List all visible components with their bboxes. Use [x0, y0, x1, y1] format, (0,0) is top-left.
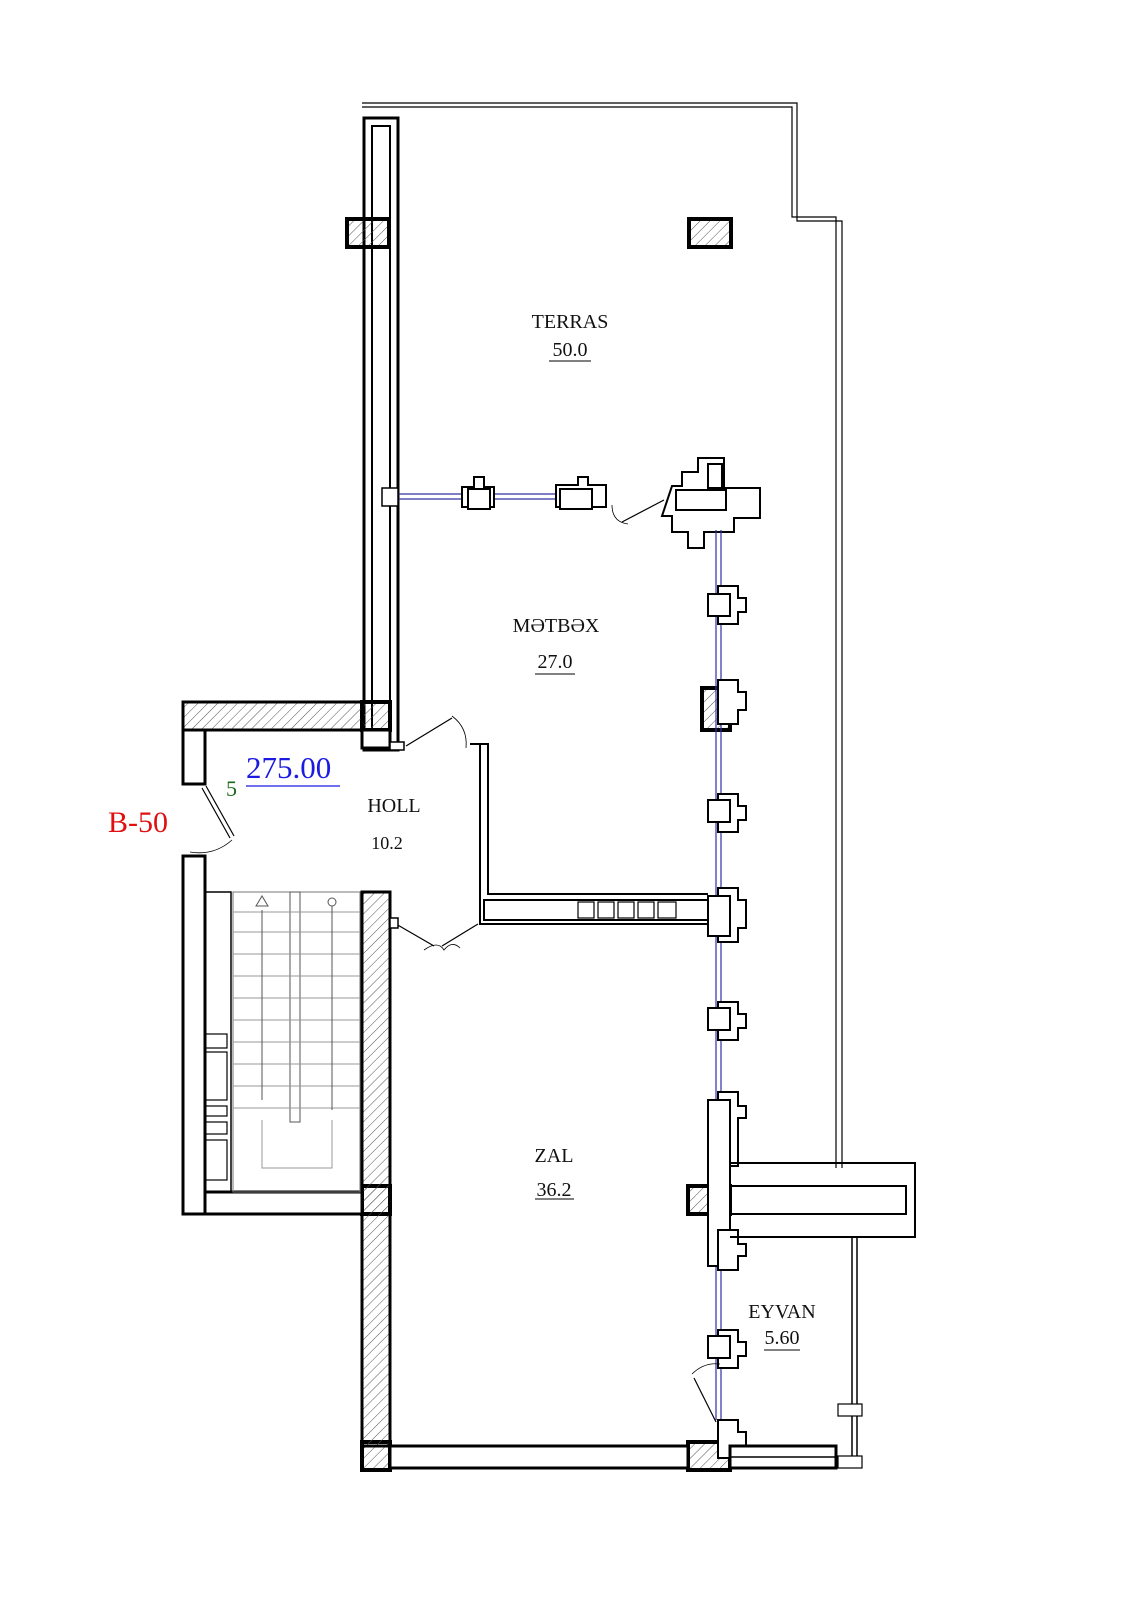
- room-name-holl: HOLL: [367, 795, 420, 817]
- entrance-wall: [181, 700, 405, 786]
- apartment-count: 5: [226, 776, 237, 801]
- room-area-metbex: 27.0: [538, 651, 573, 673]
- hall-partitions: [470, 743, 709, 925]
- zal-double-door: [389, 917, 479, 951]
- kitchen-door: [405, 715, 467, 749]
- apartment-total-area: 275.00: [246, 750, 331, 785]
- room-name-metbex: MƏTBƏX: [513, 615, 600, 637]
- stair-core-wall: [360, 890, 392, 1448]
- left-wall-upper: [362, 116, 400, 752]
- entrance-door: [189, 785, 235, 854]
- room-area-eyvan: 5.60: [765, 1327, 800, 1349]
- room-name-zal: ZAL: [535, 1145, 574, 1167]
- kitchen-north-glazing: [381, 457, 761, 549]
- columns: [345, 217, 733, 1472]
- apartment-info: B-50 5 275.00: [108, 750, 340, 839]
- room-area-zal: 36.2: [537, 1179, 572, 1201]
- room-name-terras: TERRAS: [532, 311, 609, 333]
- apartment-code: B-50: [108, 806, 168, 839]
- room-name-eyvan: EYVAN: [748, 1301, 815, 1323]
- south-wall: [388, 1444, 838, 1470]
- column: [360, 700, 392, 732]
- column: [345, 217, 391, 249]
- terrace-outline: [362, 102, 843, 1168]
- balcony-slab: [730, 1162, 916, 1469]
- column: [687, 217, 733, 249]
- room-area-terras: 50.0: [553, 339, 588, 361]
- east-glazing: [691, 530, 747, 1459]
- room-labels: TERRAS 50.0 MƏTBƏX 27.0 HOLL 10.2 ZAL 36…: [367, 311, 816, 1351]
- stairwell: [181, 854, 364, 1216]
- room-area-holl: 10.2: [371, 833, 403, 853]
